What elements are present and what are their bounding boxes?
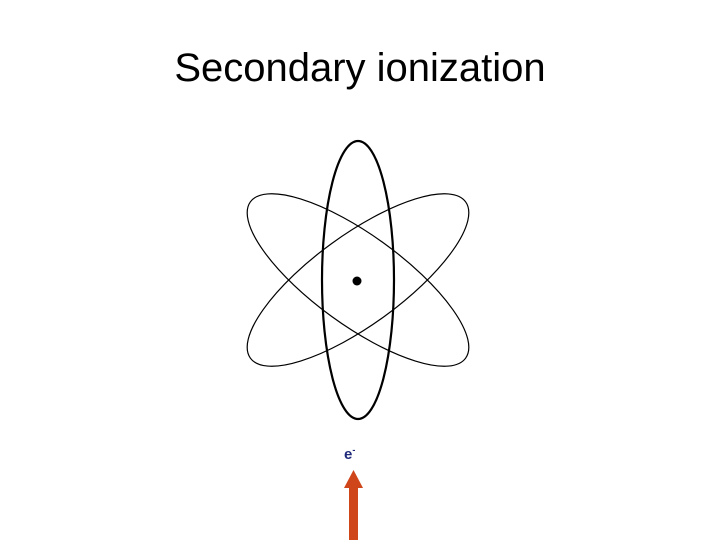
electron-charge: - — [352, 445, 355, 455]
electron-label: e- — [344, 441, 355, 464]
arrow-shaft — [349, 486, 358, 540]
nucleus — [353, 277, 362, 286]
atom — [224, 141, 492, 419]
arrow-head — [344, 470, 363, 488]
incoming-electron-arrow — [344, 470, 363, 540]
